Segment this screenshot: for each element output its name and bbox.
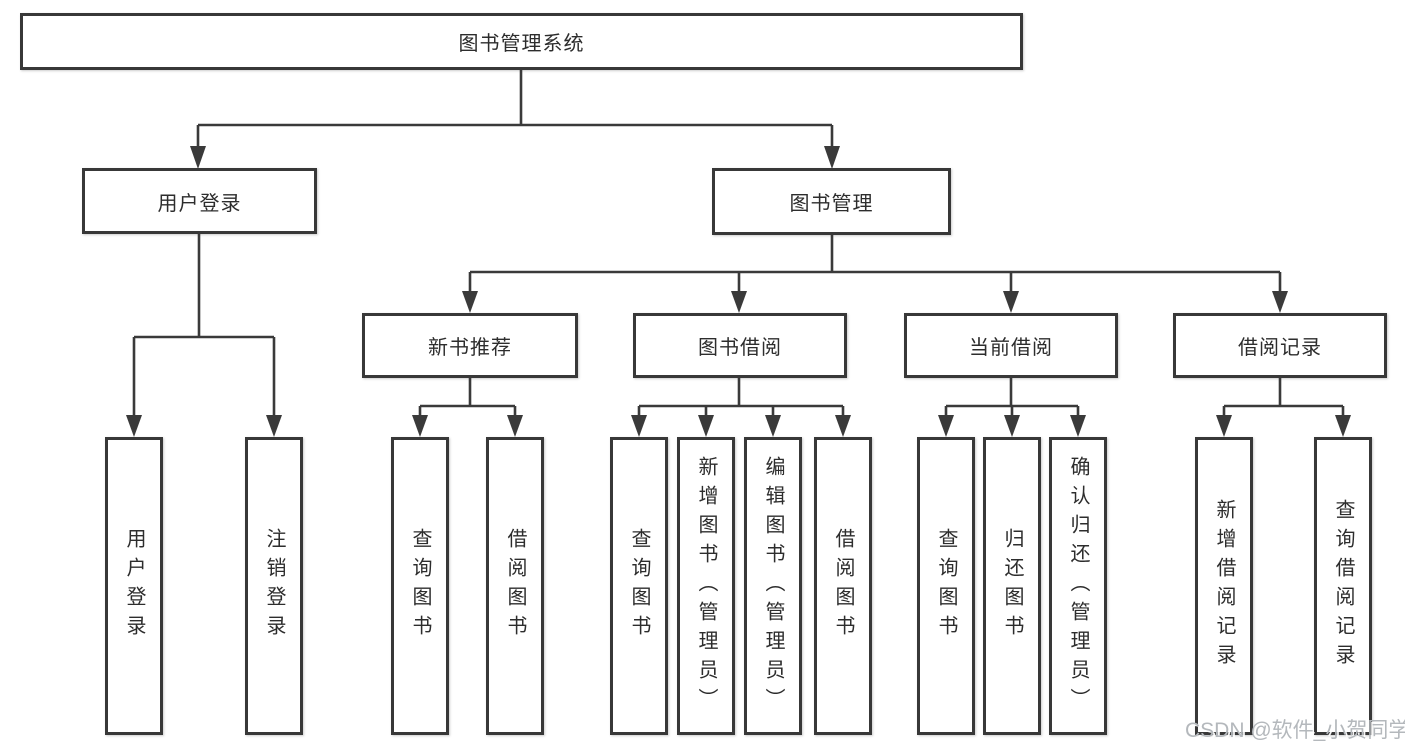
arrowhead-icons — [126, 146, 1351, 437]
node-current-borrow: 当前借阅 — [904, 313, 1118, 378]
node-book-borrow: 图书借阅 — [633, 313, 847, 378]
leaf-borrow-books: 借阅图书 — [814, 437, 872, 735]
leaf-confirm-return-admin: 确认归还（管理员） — [1049, 437, 1107, 735]
leaf-query-books-borrow: 查询图书 — [610, 437, 668, 735]
leaf-logout: 注销登录 — [245, 437, 303, 735]
leaf-return-books: 归还图书 — [983, 437, 1041, 735]
leaf-add-books-admin: 新增图书（管理员） — [677, 437, 735, 735]
leaf-user-login: 用户登录 — [105, 437, 163, 735]
node-user-login: 用户登录 — [82, 168, 317, 234]
leaf-query-borrow-record: 查询借阅记录 — [1314, 437, 1372, 735]
leaf-query-books-current: 查询图书 — [917, 437, 975, 735]
node-book-management: 图书管理 — [712, 168, 951, 235]
watermark: CSDN @软件_小贺同学 — [1185, 719, 1405, 742]
leaf-borrow-books-recommend: 借阅图书 — [486, 437, 544, 735]
leaf-query-books-recommend: 查询图书 — [391, 437, 449, 735]
leaf-edit-books-admin: 编辑图书（管理员） — [744, 437, 802, 735]
node-library-management-system: 图书管理系统 — [20, 13, 1023, 70]
connector-paths — [132, 70, 1345, 417]
node-borrow-records: 借阅记录 — [1173, 313, 1387, 378]
node-new-book-recommend: 新书推荐 — [362, 313, 578, 378]
leaf-add-borrow-record: 新增借阅记录 — [1195, 437, 1253, 735]
